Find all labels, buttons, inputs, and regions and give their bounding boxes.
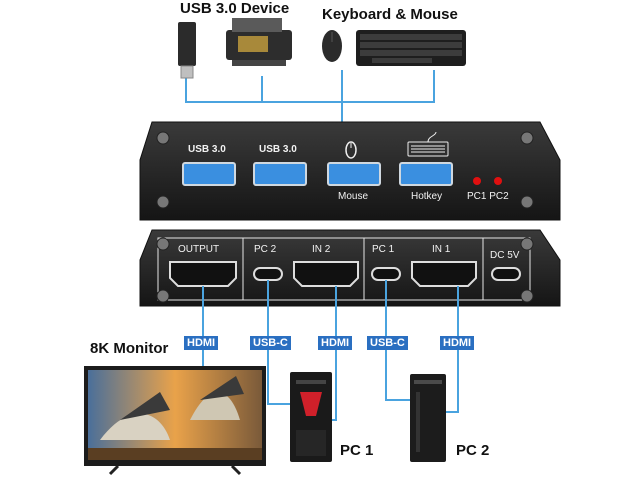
usbc-tag-pc2: USB-C — [250, 336, 291, 350]
pc2-tower-icon — [410, 374, 446, 462]
hdmi-port-output — [169, 261, 237, 287]
usbc-tag-pc1: USB-C — [367, 336, 408, 350]
mouse-icon — [322, 30, 342, 62]
hdmi-tag-in2: HDMI — [318, 336, 353, 350]
output-label: OUTPUT — [178, 244, 220, 255]
usb-port-mouse — [327, 162, 381, 186]
usb-port-2-label: USB 3.0 — [259, 144, 297, 155]
keyboard-icon — [356, 30, 466, 66]
kvm-top-panel — [139, 121, 561, 221]
pc1-tower-icon — [290, 372, 332, 462]
hdmi-port-in2 — [293, 261, 359, 287]
usbc-port-pc2 — [253, 267, 283, 281]
usbc-port-dc — [491, 267, 521, 281]
usb-stick-icon — [178, 22, 196, 79]
dc-label: DC 5V — [490, 250, 520, 261]
led-pc2 — [494, 177, 502, 185]
usb-port-1-label: USB 3.0 — [188, 144, 226, 155]
pc2-port-label: PC 2 — [254, 244, 277, 255]
kvm-bottom-panel — [139, 229, 561, 307]
usb-port-2 — [253, 162, 307, 186]
pc1-label: PC 1 — [340, 442, 374, 459]
monitor-icon — [84, 366, 266, 476]
mouse-small-icon — [345, 141, 357, 159]
usbc-port-pc1 — [371, 267, 401, 281]
hdmi-port-in1 — [411, 261, 477, 287]
pc2-label: PC 2 — [456, 442, 490, 459]
usb-port-1 — [182, 162, 236, 186]
pc1-port-label: PC 1 — [372, 244, 395, 255]
usb-port-hotkey — [399, 162, 453, 186]
mouse-port-label: Mouse — [338, 191, 369, 202]
printer-icon — [226, 18, 292, 66]
in2-label: IN 2 — [312, 244, 331, 255]
led-pc1 — [473, 177, 481, 185]
keyboard-small-icon — [407, 131, 449, 157]
hdmi-tag-output: HDMI — [184, 336, 219, 350]
hotkey-port-label: Hotkey — [411, 191, 443, 202]
monitor-label: 8K Monitor — [90, 340, 169, 357]
led-labels: PC1 PC2 — [467, 191, 509, 202]
in1-label: IN 1 — [432, 244, 451, 255]
hdmi-tag-in1: HDMI — [440, 336, 475, 350]
usb-device-label: USB 3.0 Device — [180, 0, 290, 17]
keyboard-mouse-label: Keyboard & Mouse — [322, 6, 458, 23]
